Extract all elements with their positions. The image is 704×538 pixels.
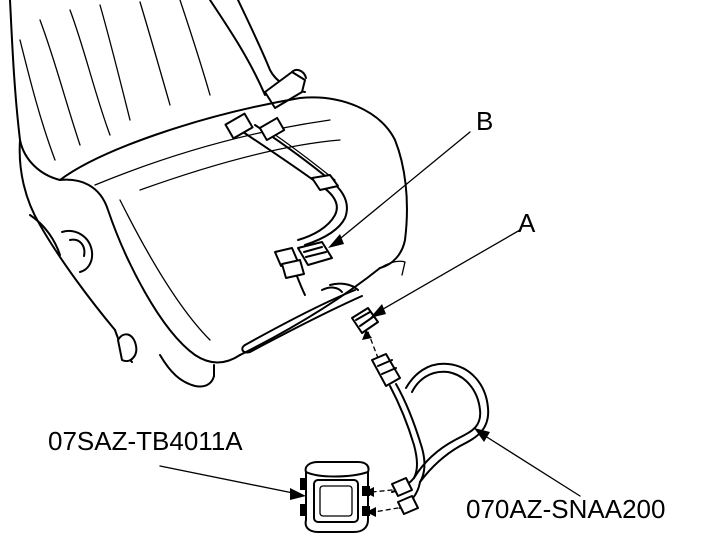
leader-tool-harness xyxy=(474,428,581,497)
seat-rail xyxy=(241,282,363,354)
seat-belt-buckle xyxy=(264,69,307,109)
leader-b xyxy=(328,131,471,248)
callout-tool-harness: 070AZ-SNAA200 xyxy=(466,494,665,524)
leader-tool-box xyxy=(159,465,306,500)
mating-guide-a xyxy=(362,330,379,359)
leader-a xyxy=(370,229,521,318)
connector-a xyxy=(351,307,379,334)
tool-harness-cable xyxy=(371,353,490,509)
seat-side-trim xyxy=(18,139,215,388)
callout-tool-box: 07SAZ-TB4011A xyxy=(48,426,243,456)
callout-connector-a: A xyxy=(518,208,536,238)
tool-box xyxy=(300,461,370,533)
seat-cushion xyxy=(59,96,408,364)
connector-b xyxy=(274,241,333,279)
tool-harness-plugs xyxy=(364,477,419,517)
seat-wire-harness xyxy=(224,112,348,296)
seat-backrest xyxy=(9,0,306,181)
callout-connector-b: B xyxy=(476,106,493,136)
